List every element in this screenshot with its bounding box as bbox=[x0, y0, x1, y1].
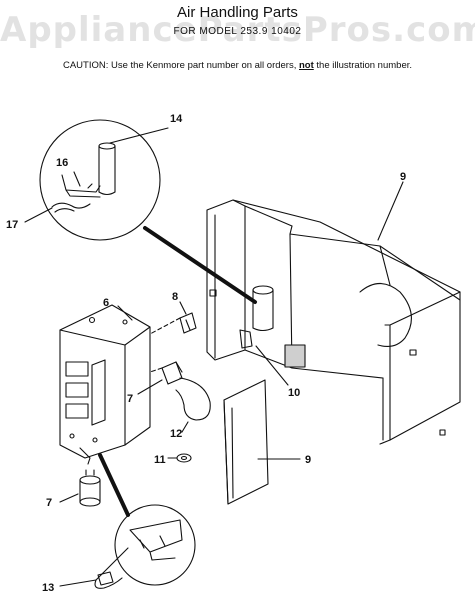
leader-7b bbox=[59, 493, 79, 503]
leader-13 bbox=[59, 579, 97, 587]
model-subtitle: FOR MODEL 253.9 10402 bbox=[173, 26, 302, 37]
detail-connector-top bbox=[143, 226, 257, 304]
leader-12 bbox=[181, 421, 189, 433]
part-13-connector bbox=[97, 571, 114, 586]
part-9-filter-panel bbox=[223, 379, 269, 505]
callout-14: 14 bbox=[170, 113, 183, 125]
callout-13: 13 bbox=[42, 582, 54, 594]
detail-circle-bottom bbox=[94, 504, 196, 589]
caution-suffix: the illustration number. bbox=[313, 60, 413, 71]
leader-8 bbox=[179, 301, 187, 315]
callout-8: 8 bbox=[172, 291, 178, 303]
caution-prefix: CAUTION: Use the Kenmore part number on … bbox=[62, 60, 299, 71]
caution-emphasis: not bbox=[299, 60, 314, 71]
page-title: Air Handling Parts bbox=[177, 4, 298, 21]
callout-11: 11 bbox=[154, 454, 166, 466]
callout-12: 12 bbox=[170, 428, 182, 440]
callout-9-housing: 9 bbox=[400, 171, 406, 183]
part-17-clip bbox=[51, 202, 91, 213]
leader-7a bbox=[137, 379, 163, 395]
detail-circle-top bbox=[24, 119, 169, 241]
part-7-relay bbox=[149, 361, 183, 385]
detail-connector-bottom bbox=[98, 453, 130, 517]
callout-17: 17 bbox=[6, 219, 18, 231]
leader-10 bbox=[255, 345, 289, 386]
part-6-control-box bbox=[59, 304, 151, 465]
callout-6: 6 bbox=[103, 297, 109, 309]
leader-6 bbox=[117, 305, 133, 321]
part-14-cylinder bbox=[98, 142, 116, 196]
part-16-bracket bbox=[61, 174, 101, 198]
callout-7-capacitor: 7 bbox=[46, 497, 52, 509]
caution-note: CAUTION: Use the Kenmore part number on … bbox=[0, 60, 475, 71]
leader-17 bbox=[24, 207, 53, 223]
part-7-capacitor bbox=[79, 469, 101, 507]
callout-16: 16 bbox=[56, 157, 68, 169]
part-12-wire bbox=[175, 377, 211, 421]
housing-assembly bbox=[206, 199, 461, 445]
leader-16 bbox=[73, 171, 81, 187]
callout-9-panel: 9 bbox=[305, 454, 311, 466]
leader-9a bbox=[377, 181, 404, 241]
callout-10: 10 bbox=[288, 387, 300, 399]
callout-7-relay: 7 bbox=[127, 393, 133, 405]
leader-14 bbox=[109, 127, 169, 144]
part-11-grommet bbox=[176, 453, 192, 463]
part-8-switch bbox=[149, 312, 197, 335]
